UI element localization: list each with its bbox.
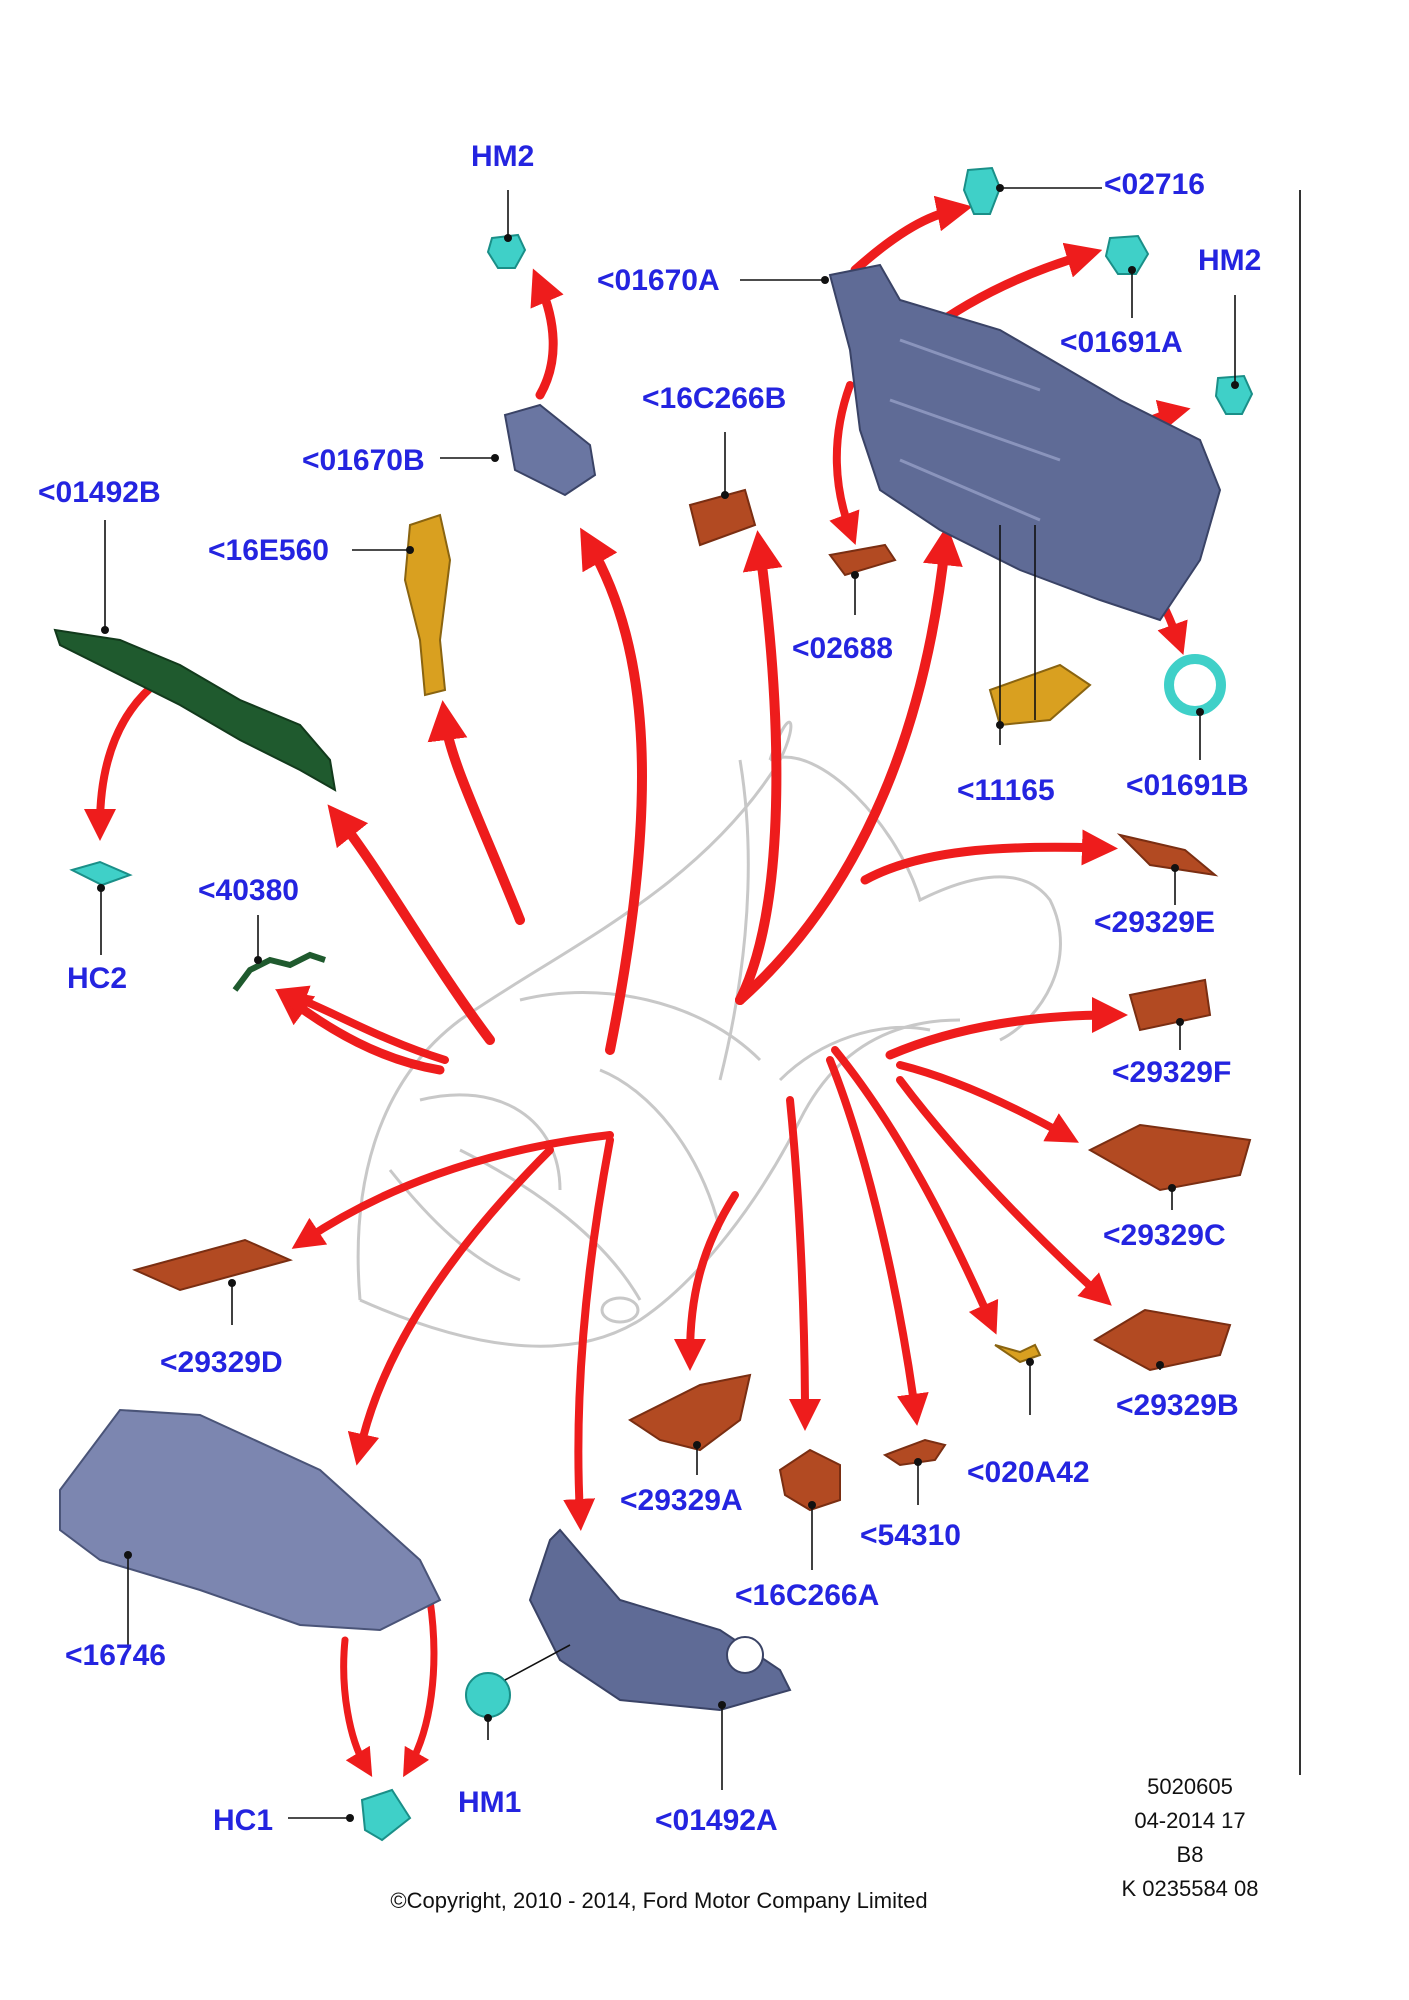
part-clip-hm2-top — [486, 233, 527, 269]
part-dash-panel-01492a — [528, 1528, 792, 1712]
label-16e560[interactable]: <16E560 — [208, 534, 329, 567]
label-02716[interactable]: <02716 — [1104, 168, 1205, 201]
part-pad-29329f — [1128, 978, 1212, 1032]
part-bracket-020a42 — [994, 1343, 1042, 1364]
part-pad-29329b — [1092, 1308, 1232, 1372]
part-clip-01691a — [1104, 234, 1150, 275]
part-pad-29329a — [628, 1373, 752, 1452]
label-hm1[interactable]: HM1 — [458, 1786, 521, 1819]
part-seal-01492b — [53, 628, 337, 792]
part-clip-hc2 — [69, 860, 133, 887]
label-020a42[interactable]: <020A42 — [967, 1456, 1090, 1489]
part-shield-16746 — [59, 1408, 442, 1632]
reference-variant: B8 — [1176, 1842, 1204, 1867]
label-11165[interactable]: <11165 — [957, 774, 1055, 807]
label-01670b[interactable]: <01670B — [302, 444, 425, 477]
label-29329e[interactable]: <29329E — [1094, 906, 1215, 939]
label-01691a[interactable]: <01691A — [1060, 326, 1183, 359]
callout-labels: HM2 <02716 <01670A <01691A HM2 <16C266B … — [38, 140, 1261, 1837]
part-clip-hm1 — [465, 1672, 511, 1718]
part-clip-02716 — [962, 166, 1002, 215]
part-pad-02688 — [828, 543, 897, 577]
part-pad-16c266a — [778, 1448, 841, 1512]
label-hc1[interactable]: HC1 — [213, 1804, 273, 1837]
label-01492a[interactable]: <01492A — [655, 1804, 778, 1837]
label-29329f[interactable]: <29329F — [1112, 1056, 1231, 1089]
label-01670a[interactable]: <01670A — [597, 264, 720, 297]
label-01691b[interactable]: <01691B — [1126, 769, 1249, 802]
label-54310[interactable]: <54310 — [860, 1519, 961, 1552]
part-clip-hc1 — [360, 1788, 412, 1842]
part-pad-29329d — [132, 1238, 293, 1292]
part-wire-40380 — [232, 951, 326, 992]
part-pad-11165 — [988, 663, 1092, 727]
leader-lines — [97, 184, 1239, 1822]
label-16746[interactable]: <16746 — [65, 1639, 166, 1672]
reference-date: 04-2014 17 — [1134, 1808, 1246, 1833]
diagram-reference-block: 5020605 04-2014 17 B8 K 0235584 08 — [1090, 1770, 1290, 1906]
label-16c266a[interactable]: <16C266A — [735, 1579, 879, 1612]
label-16c266b[interactable]: <16C266B — [642, 382, 786, 415]
part-pad-16c266b — [688, 488, 757, 547]
label-hc2[interactable]: HC2 — [67, 962, 127, 995]
label-29329d[interactable]: <29329D — [160, 1346, 283, 1379]
label-01492b[interactable]: <01492B — [38, 476, 161, 509]
part-reinforcement-16e560 — [403, 513, 452, 697]
label-hm2-top[interactable]: HM2 — [471, 140, 534, 173]
reference-code: 5020605 — [1147, 1774, 1233, 1799]
part-clip-hm2-right — [1214, 374, 1254, 415]
part-dash-panel-01670a — [828, 263, 1222, 622]
label-29329b[interactable]: <29329B — [1116, 1389, 1239, 1422]
part-grommet-01691b — [1164, 654, 1226, 716]
part-pad-54310 — [882, 1438, 947, 1467]
label-40380[interactable]: <40380 — [198, 874, 299, 907]
part-pad-29329c — [1087, 1123, 1252, 1192]
part-pad-29329e — [1116, 833, 1219, 877]
part-bracket-01670b — [503, 403, 597, 497]
copyright-notice: ©Copyright, 2010 - 2014, Ford Motor Comp… — [390, 1888, 928, 1913]
label-hm2-right[interactable]: HM2 — [1198, 244, 1261, 277]
reference-number: K 0235584 08 — [1121, 1876, 1259, 1901]
label-29329c[interactable]: <29329C — [1103, 1219, 1226, 1252]
label-29329a[interactable]: <29329A — [620, 1484, 743, 1517]
label-02688[interactable]: <02688 — [792, 632, 893, 665]
